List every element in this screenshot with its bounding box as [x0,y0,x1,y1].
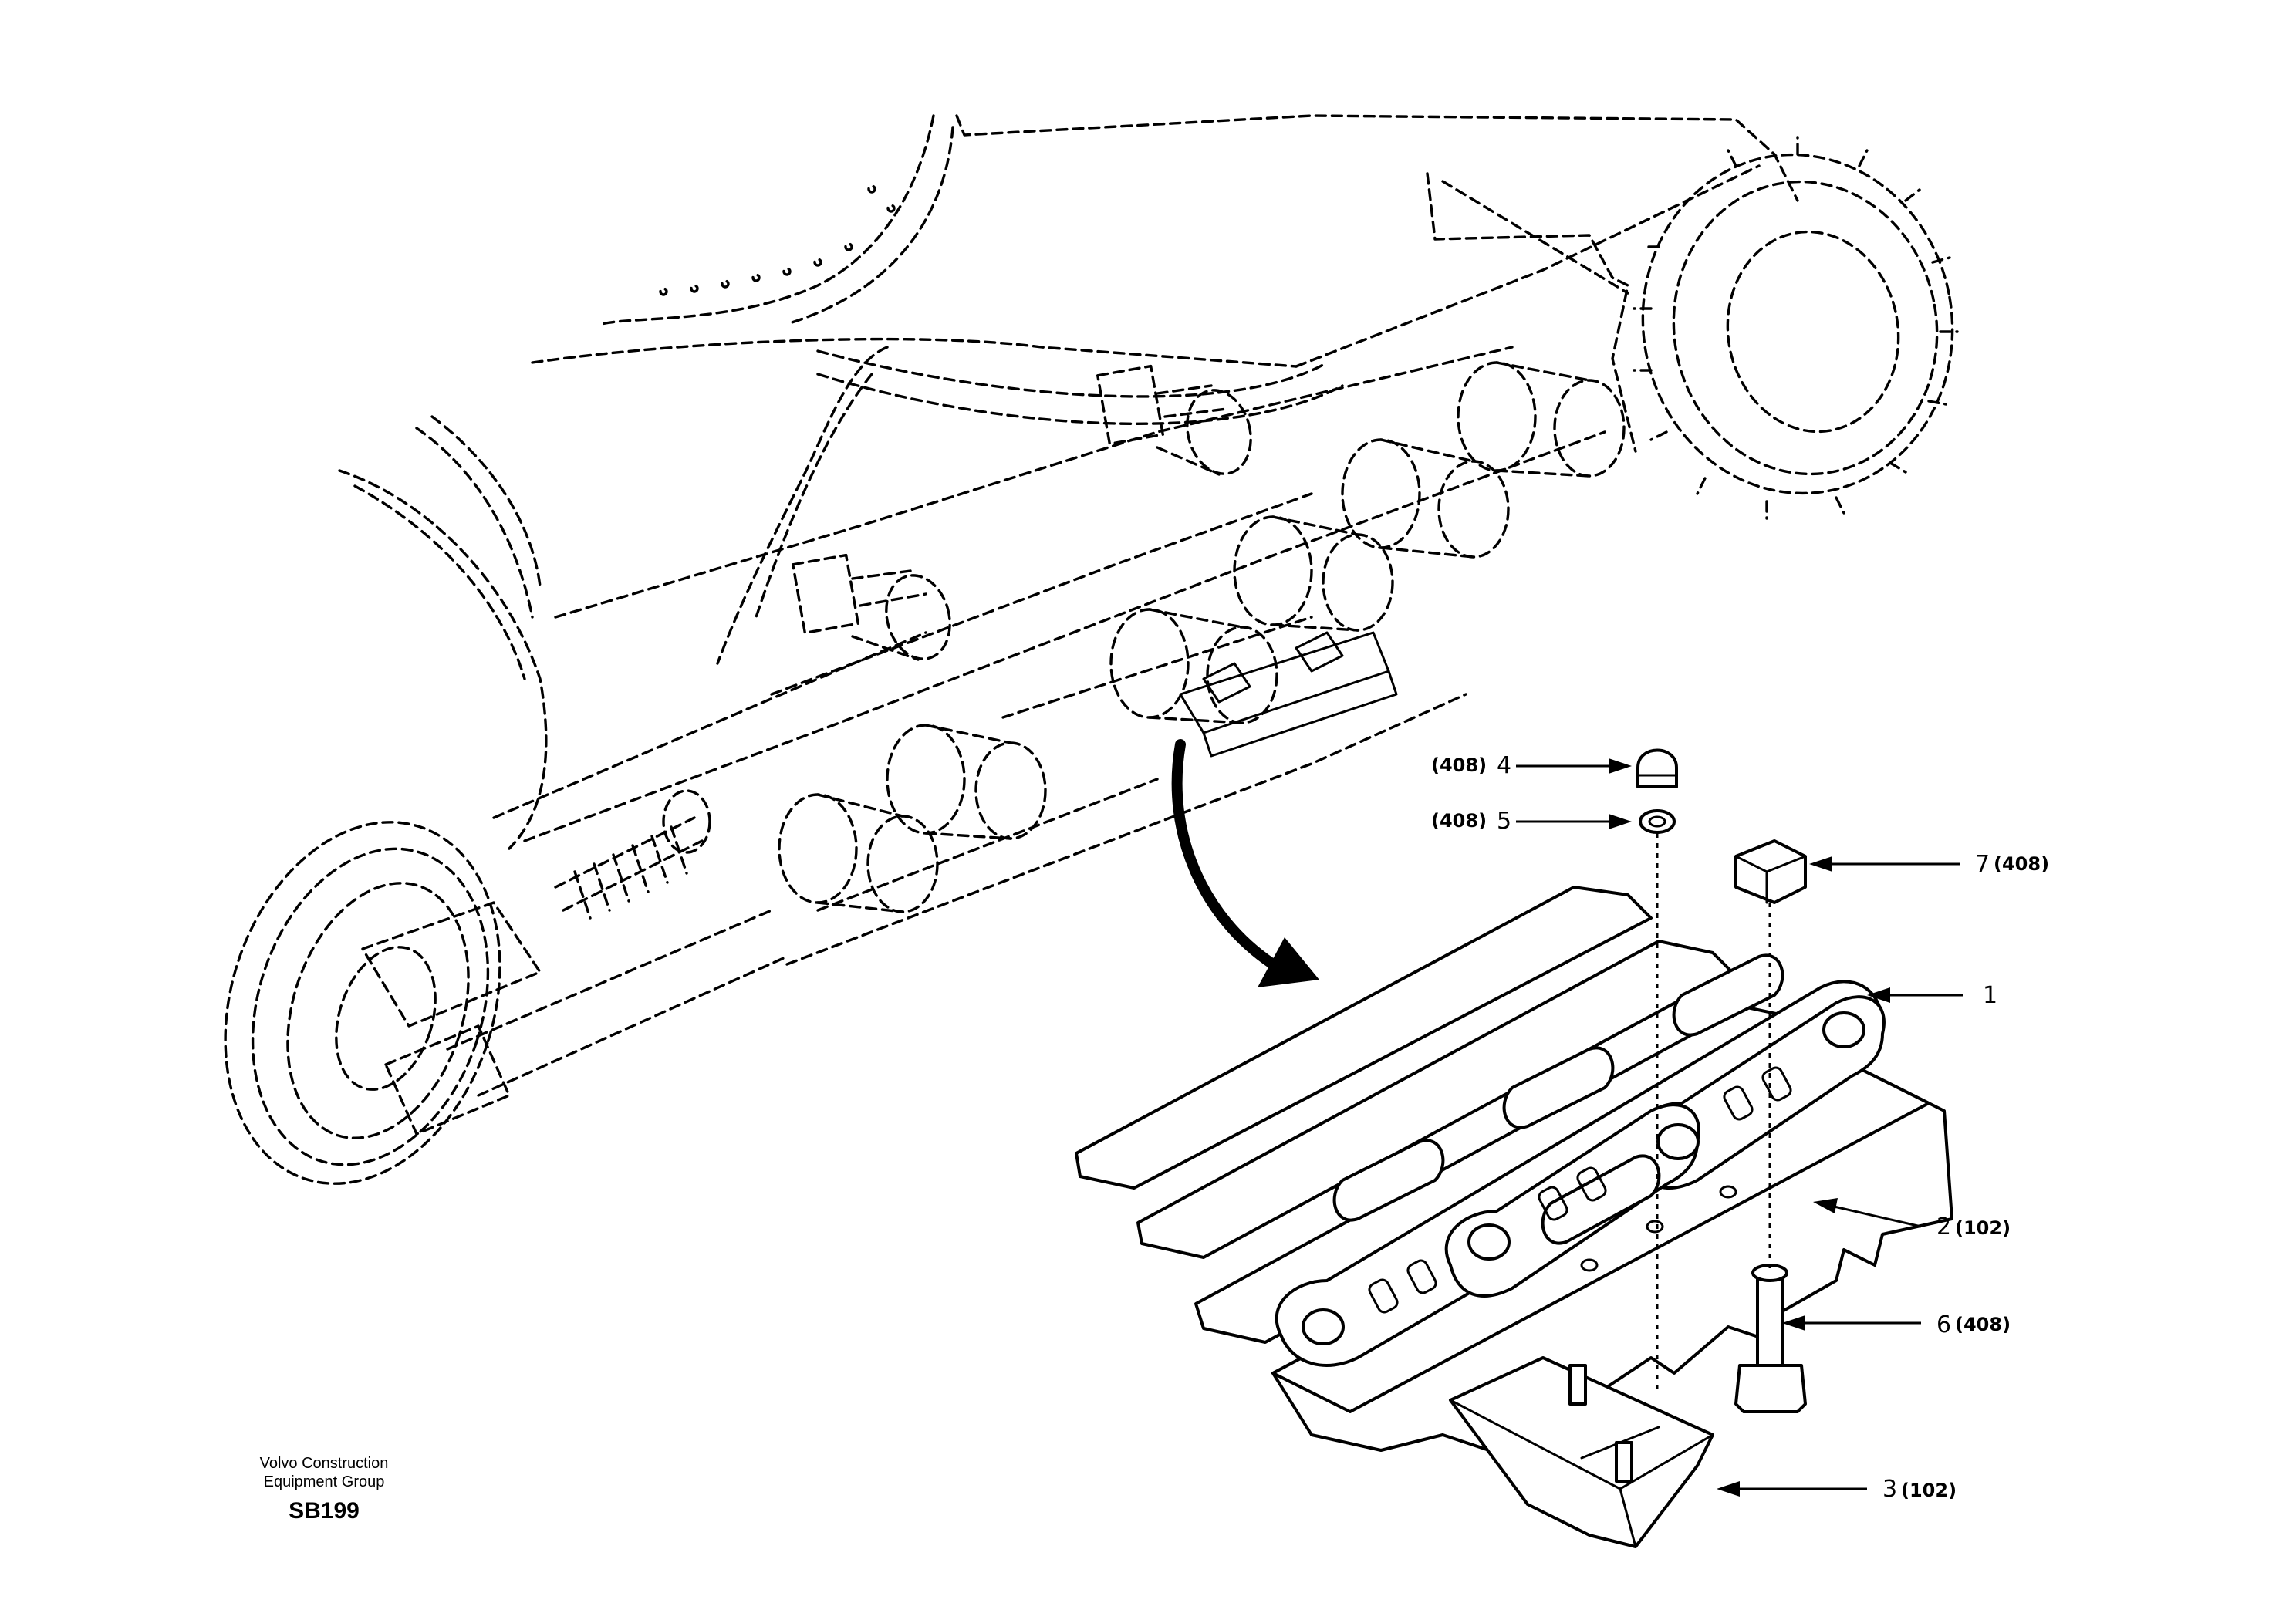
svg-text:(408): (408) [1431,810,1487,832]
svg-text:1: 1 [1983,982,1997,1009]
undercarriage-outline [224,114,1959,1185]
svg-text:(408): (408) [1431,754,1487,776]
callout-3: 3 (102) [1717,1476,1957,1503]
callout-2: 2 (102) [1813,1198,2011,1240]
company-name-line1: Volvo Construction [259,1455,389,1472]
svg-text:(408): (408) [1955,1314,2011,1335]
svg-text:(408): (408) [1994,853,2049,875]
callout-5: (408) 5 [1431,808,1632,835]
company-name-line2: Equipment Group [263,1473,385,1490]
svg-text:2: 2 [1936,1213,1951,1240]
svg-text:6: 6 [1936,1311,1951,1338]
callout-1: 1 [1867,982,1997,1009]
callout-4: (408) 4 [1431,752,1632,779]
callout-7: 7 (408) [1809,851,2049,878]
detail-arrow [1171,739,1319,987]
diagram-code: SB199 [289,1498,360,1524]
track-chain-detail [1075,748,1953,1548]
svg-text:3: 3 [1882,1476,1897,1503]
svg-text:4: 4 [1497,752,1511,779]
callout-6: 6 (408) [1782,1311,2011,1338]
footer-block: Volvo Construction Equipment Group SB199 [231,1454,417,1527]
svg-text:(102): (102) [1901,1480,1957,1501]
svg-text:5: 5 [1497,808,1511,835]
svg-text:(102): (102) [1955,1217,2011,1239]
svg-text:7: 7 [1975,851,1990,878]
